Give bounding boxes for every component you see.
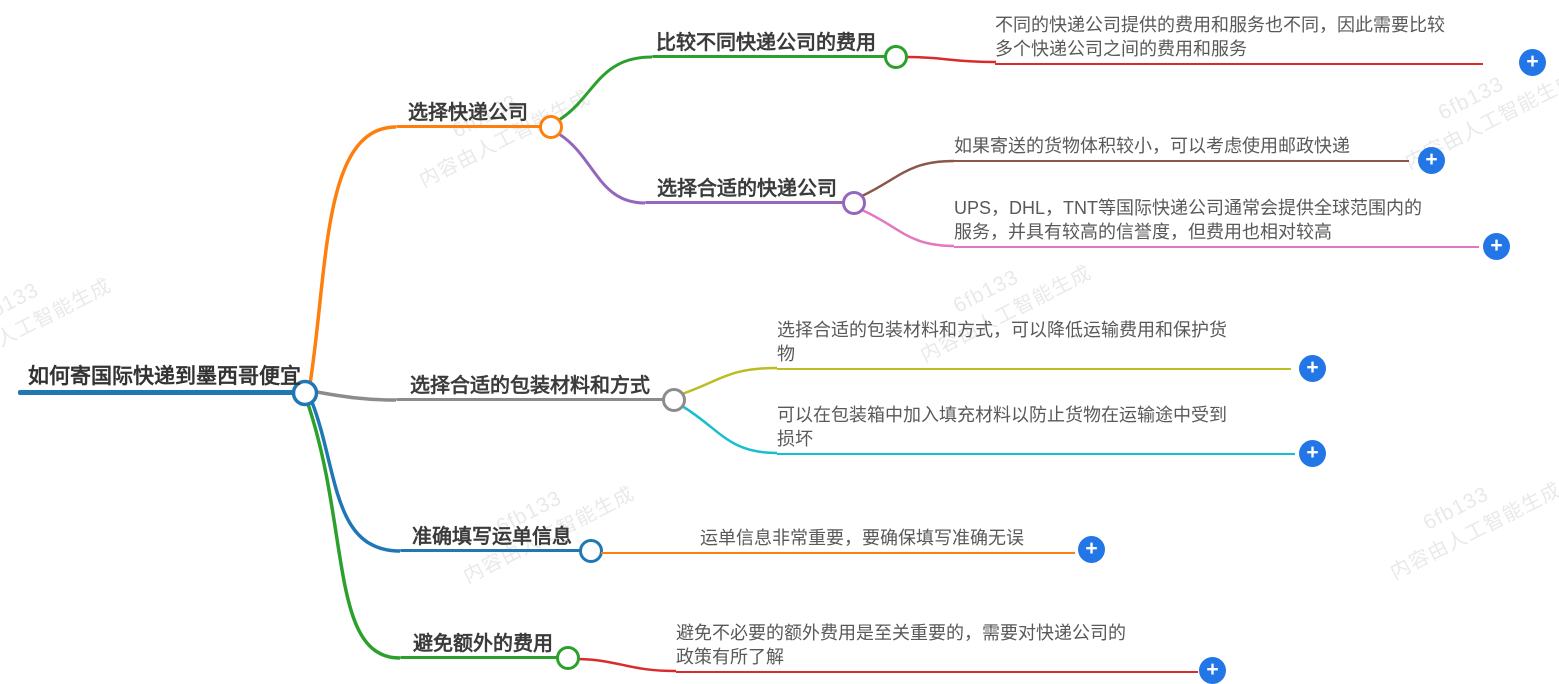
edge-choose-right-courier bbox=[558, 132, 646, 205]
branch-label: 选择合适的快递公司 bbox=[657, 178, 837, 200]
branch-underline bbox=[396, 398, 664, 401]
add-node-icon[interactable]: + bbox=[1483, 233, 1510, 260]
edge-compare-fees bbox=[558, 55, 653, 122]
leaf-text: 不同的快递公司提供的费用和服务也不同，因此需要比较多个快递公司之间的费用和服务 bbox=[995, 15, 1445, 59]
add-node-icon[interactable]: + bbox=[1299, 355, 1326, 382]
node-port-packaging[interactable] bbox=[662, 388, 686, 412]
edge-root-choose-courier bbox=[308, 125, 397, 385]
node-port-choose-courier[interactable] bbox=[539, 115, 563, 139]
branch-underline bbox=[400, 549, 580, 552]
add-node-icon[interactable]: + bbox=[1199, 657, 1226, 684]
add-node-icon[interactable]: + bbox=[1078, 536, 1105, 563]
add-node-icon[interactable]: + bbox=[1299, 440, 1326, 467]
leaf-text: 运单信息非常重要，要确保填写准确无误 bbox=[700, 528, 1024, 548]
leaf-text: 可以在包装箱中加入填充材料以防止货物在运输途中受到损坏 bbox=[777, 405, 1227, 449]
leaf-avoid-note[interactable]: 避免不必要的额外费用是至关重要的，需要对快递公司的政策有所了解 bbox=[676, 621, 1198, 673]
edge-root-avoid-fees bbox=[306, 403, 401, 660]
node-port-waybill[interactable] bbox=[579, 539, 603, 563]
leaf-packaging-benefit[interactable]: 选择合适的包装材料和方式，可以降低运输费用和保护货物 bbox=[777, 318, 1291, 370]
leaf-text: 避免不必要的额外费用是至关重要的，需要对快递公司的政策有所了解 bbox=[676, 623, 1126, 667]
node-port-compare-fees[interactable] bbox=[884, 45, 908, 69]
edge-root-waybill bbox=[310, 401, 401, 553]
branch-packaging[interactable]: 选择合适的包装材料和方式 bbox=[396, 374, 664, 401]
leaf-text: UPS，DHL，TNT等国际快递公司通常会提供全球范围内的服务，并具有较高的信誉… bbox=[954, 198, 1423, 242]
leaf-filler-note[interactable]: 可以在包装箱中加入填充材料以防止货物在运输途中受到损坏 bbox=[777, 403, 1295, 455]
edge-root-packaging bbox=[316, 390, 397, 402]
branch-underline bbox=[400, 656, 558, 659]
branch-waybill[interactable]: 准确填写运单信息 bbox=[400, 525, 580, 552]
branch-choose-right-courier[interactable]: 选择合适的快递公司 bbox=[645, 177, 845, 204]
branch-label: 避免额外的费用 bbox=[413, 633, 553, 655]
branch-choose-courier[interactable]: 选择快递公司 bbox=[396, 101, 541, 128]
branch-label: 比较不同快递公司的费用 bbox=[656, 32, 876, 54]
branch-label: 选择快递公司 bbox=[408, 102, 528, 124]
add-node-icon[interactable]: + bbox=[1418, 147, 1445, 174]
leaf-waybill-note[interactable]: 运单信息非常重要，要确保填写准确无误 bbox=[601, 526, 1075, 554]
branch-label: 选择合适的包装材料和方式 bbox=[410, 375, 650, 397]
leaf-text: 选择合适的包装材料和方式，可以降低运输费用和保护货物 bbox=[777, 320, 1227, 364]
leaf-text: 如果寄送的货物体积较小，可以考虑使用邮政快递 bbox=[954, 136, 1350, 156]
node-port-choose-right-courier[interactable] bbox=[842, 191, 866, 215]
edge-leaf-avoid-note bbox=[577, 657, 677, 673]
node-port-avoid-fees[interactable] bbox=[556, 646, 580, 670]
edge-leaf-compare-note bbox=[906, 55, 997, 64]
leaf-ups-note[interactable]: UPS，DHL，TNT等国际快递公司通常会提供全球范围内的服务，并具有较高的信誉… bbox=[954, 196, 1479, 248]
add-node-icon[interactable]: + bbox=[1519, 49, 1546, 76]
edge-leaf-packaging-benefit bbox=[681, 366, 778, 396]
branch-underline bbox=[645, 201, 845, 204]
leaf-postal-note[interactable]: 如果寄送的货物体积较小，可以考虑使用邮政快递 bbox=[954, 134, 1409, 162]
edge-leaf-filler-note bbox=[681, 404, 778, 455]
edge-leaf-postal-note bbox=[861, 159, 955, 198]
leaf-compare-note[interactable]: 不同的快递公司提供的费用和服务也不同，因此需要比较多个快递公司之间的费用和服务 bbox=[995, 13, 1483, 65]
branch-avoid-fees[interactable]: 避免额外的费用 bbox=[400, 632, 558, 659]
branch-underline bbox=[396, 125, 541, 128]
edge-leaf-ups-note bbox=[861, 208, 955, 248]
root-underline bbox=[18, 390, 295, 395]
root-node[interactable]: 如何寄国际快递到墨西哥便宜 bbox=[18, 364, 301, 395]
root-label: 如何寄国际快递到墨西哥便宜 bbox=[28, 365, 301, 388]
branch-underline bbox=[652, 55, 886, 58]
branch-compare-fees[interactable]: 比较不同快递公司的费用 bbox=[652, 31, 886, 58]
branch-label: 准确填写运单信息 bbox=[412, 526, 572, 548]
